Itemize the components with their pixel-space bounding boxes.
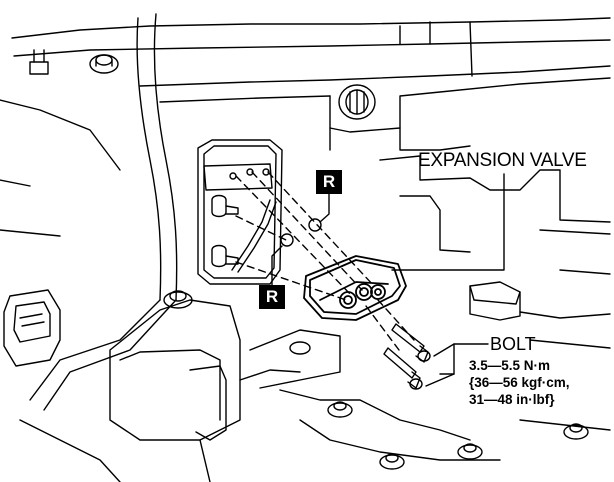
replace-tag-lower: R: [259, 285, 285, 309]
firewall-opening: [197, 139, 283, 285]
bolt-leader: [425, 343, 489, 387]
expansion-valve-label: EXPANSION VALVE: [418, 150, 587, 171]
right-side-components: [379, 155, 611, 349]
lower-components: [19, 290, 611, 482]
alignment-dashes: [235, 171, 415, 355]
firewall-grommet: [338, 84, 376, 120]
upper-body-panel: [11, 17, 611, 151]
torque-spec-inlbf: 31—48 in·lbf}: [469, 392, 555, 407]
expansion-valve-leader: [391, 173, 505, 271]
torque-spec-nm: 3.5—5.5 N·m: [469, 358, 551, 373]
hose-lines: [0, 13, 178, 411]
r-tag-leaders: [271, 189, 330, 287]
left-connector: [3, 289, 61, 367]
expansion-valve: [303, 255, 407, 321]
bolts: [383, 323, 431, 390]
replace-tag-upper: R: [316, 170, 342, 194]
torque-spec-kgfcm: {36—56 kgf·cm,: [469, 375, 570, 390]
torque-spec: 3.5—5.5 N·m {36—56 kgf·cm, 31—48 in·lbf}: [469, 357, 570, 408]
top-left-stud: [29, 49, 119, 75]
o-rings: [280, 218, 322, 247]
bolt-label: BOLT: [490, 334, 536, 354]
